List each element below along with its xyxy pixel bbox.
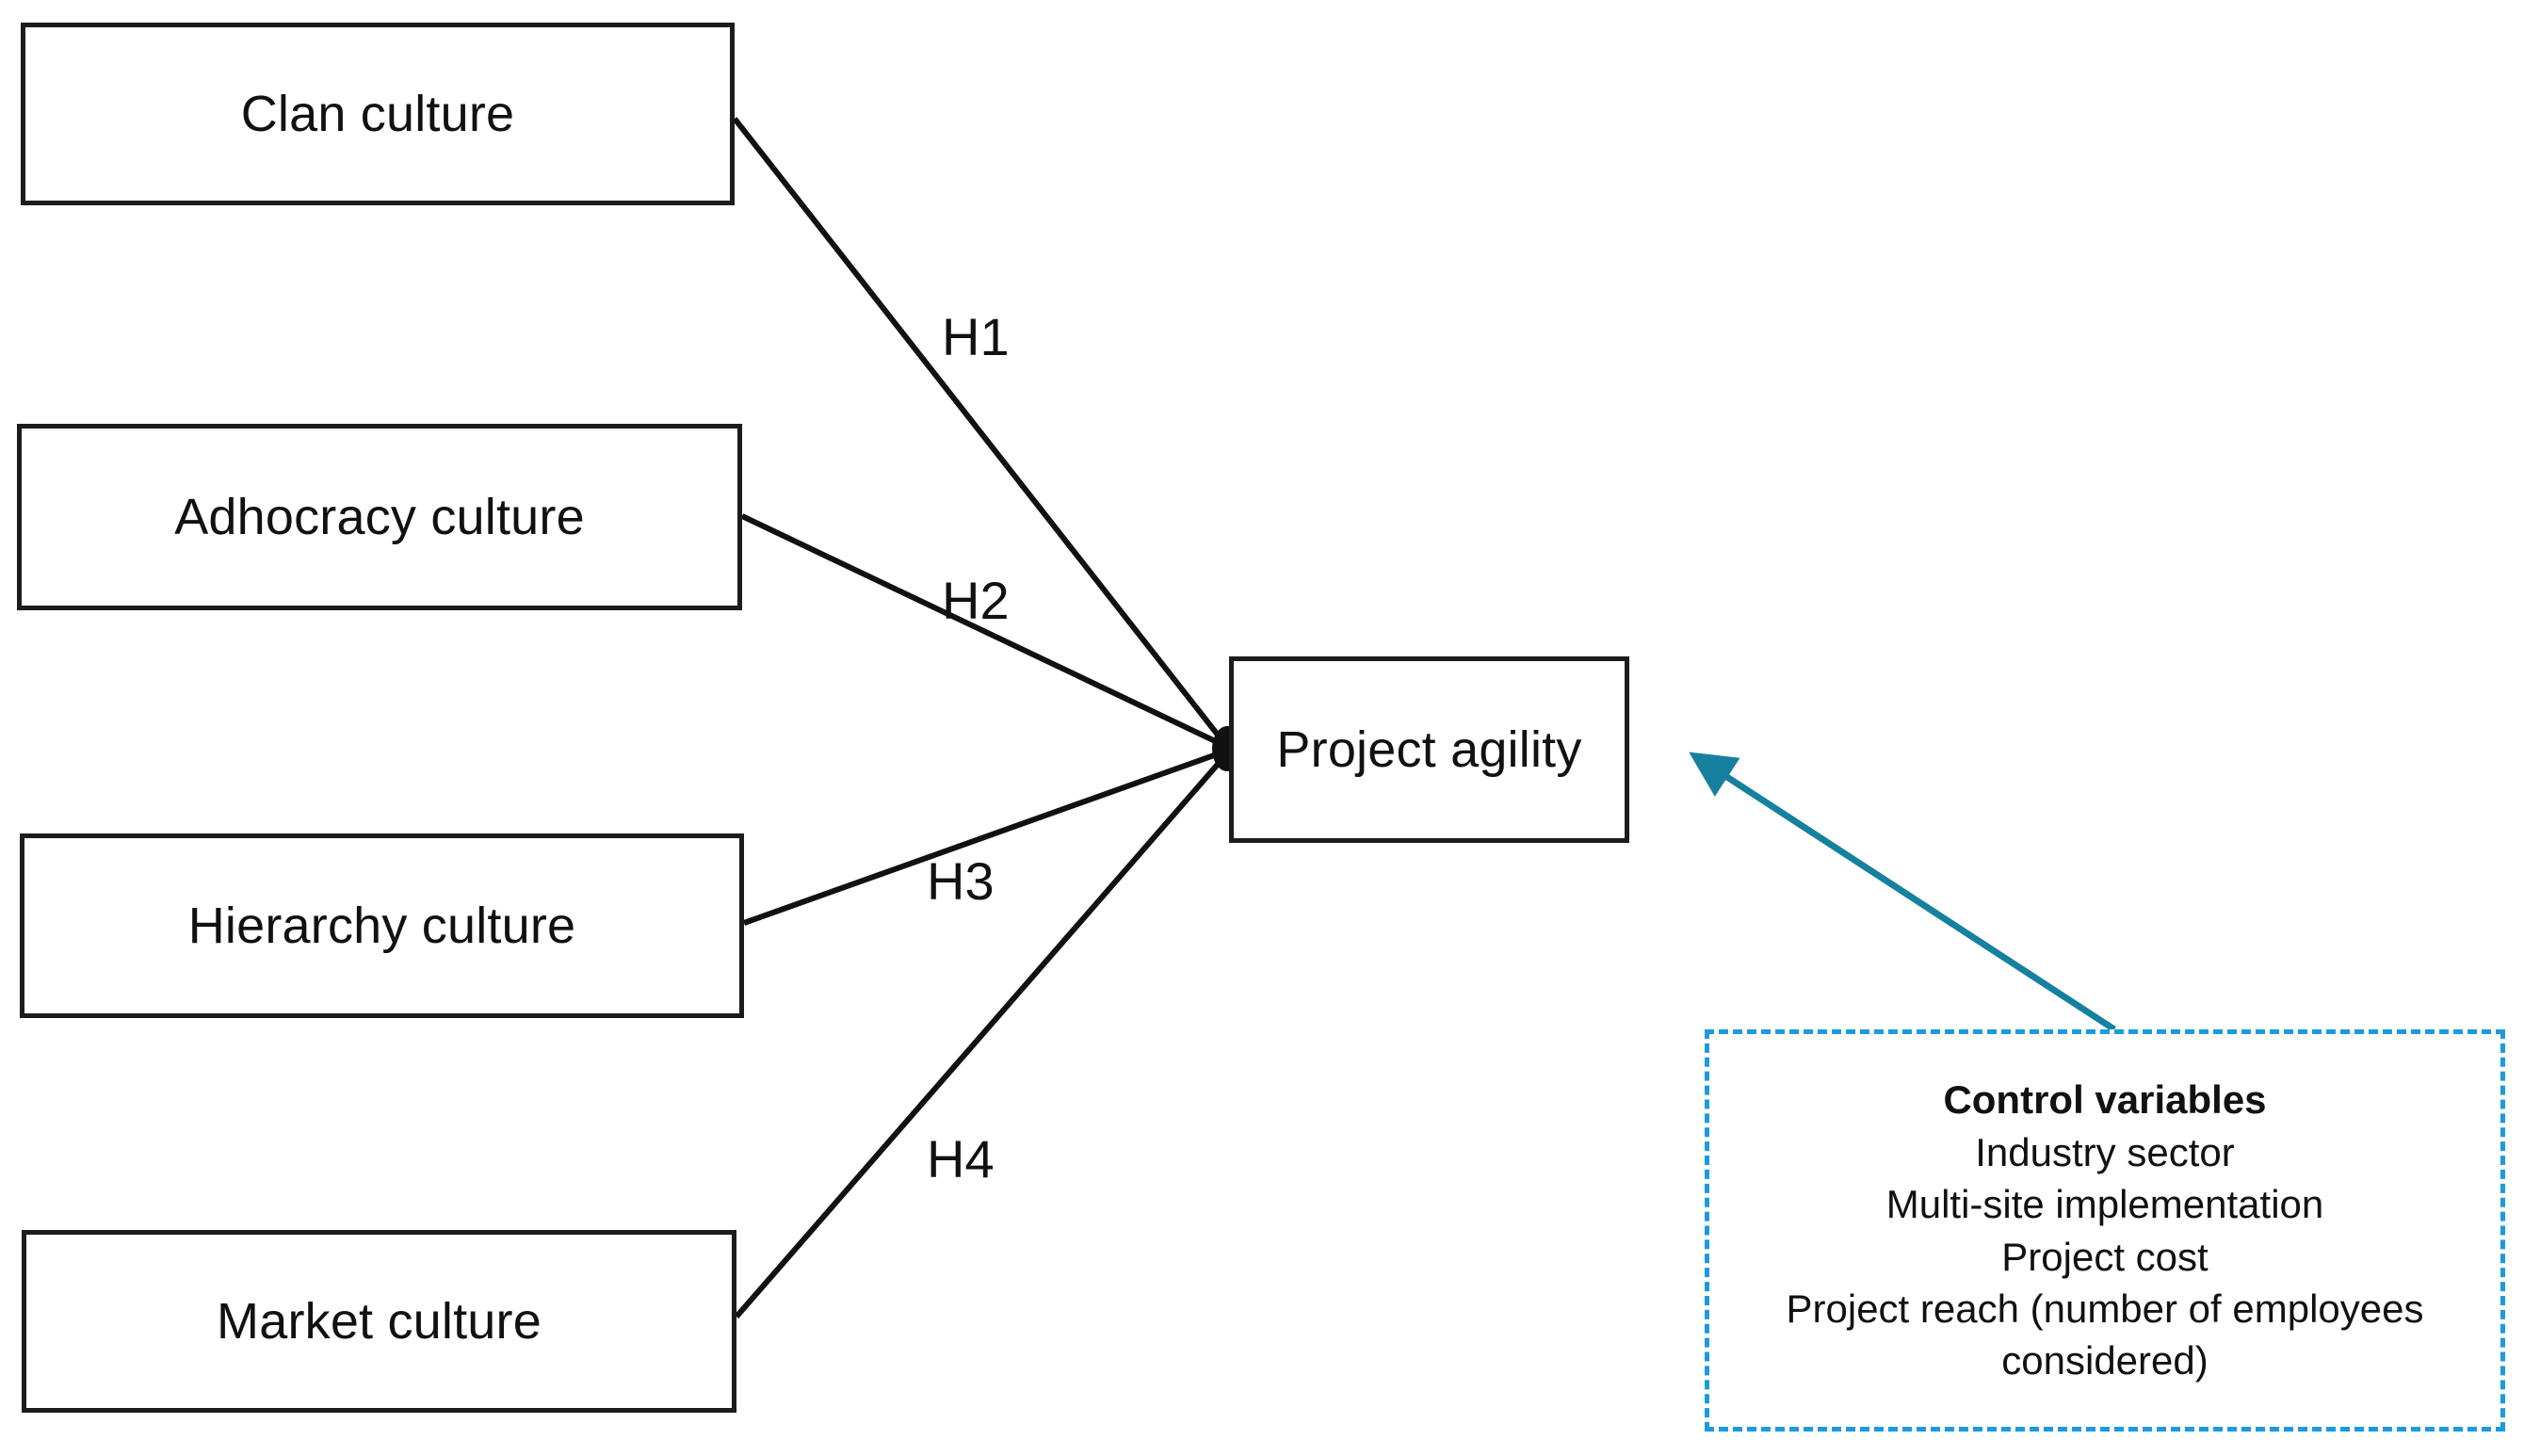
connector-h4 <box>734 752 1230 1318</box>
hypothesis-label-h3: H3 <box>927 851 995 911</box>
hypothesis-label-h4: H4 <box>927 1129 995 1189</box>
control-variable-item: Industry sector <box>1975 1129 2235 1174</box>
connector-h1 <box>732 117 1230 749</box>
control-variables-box[interactable]: Control variables Industry sector Multi-… <box>1705 1029 2505 1432</box>
node-label-hierarchy-culture: Hierarchy culture <box>187 897 576 954</box>
node-label-project-agility: Project agility <box>1276 720 1582 778</box>
node-market-culture[interactable]: Market culture <box>22 1230 736 1413</box>
hypothesis-label-h2: H2 <box>942 571 1010 630</box>
control-variables-title: Control variables <box>1943 1077 2267 1123</box>
node-adhocracy-culture[interactable]: Adhocracy culture <box>17 424 742 610</box>
node-hierarchy-culture[interactable]: Hierarchy culture <box>20 833 744 1018</box>
control-variable-item: Project cost <box>2001 1234 2208 1279</box>
connector-h2 <box>740 513 1229 750</box>
node-clan-culture[interactable]: Clan culture <box>21 23 735 205</box>
connector-control-variables <box>1689 752 2116 1032</box>
node-label-market-culture: Market culture <box>217 1292 542 1350</box>
node-label-clan-culture: Clan culture <box>240 85 515 142</box>
node-label-adhocracy-culture: Adhocracy culture <box>174 488 585 545</box>
control-variable-item: Multi-site implementation <box>1885 1182 2324 1227</box>
hypothesis-label-h1: H1 <box>942 307 1010 366</box>
control-variable-item: Project reach (number of employees consi… <box>1786 1286 2424 1383</box>
node-project-agility[interactable]: Project agility <box>1229 656 1629 843</box>
